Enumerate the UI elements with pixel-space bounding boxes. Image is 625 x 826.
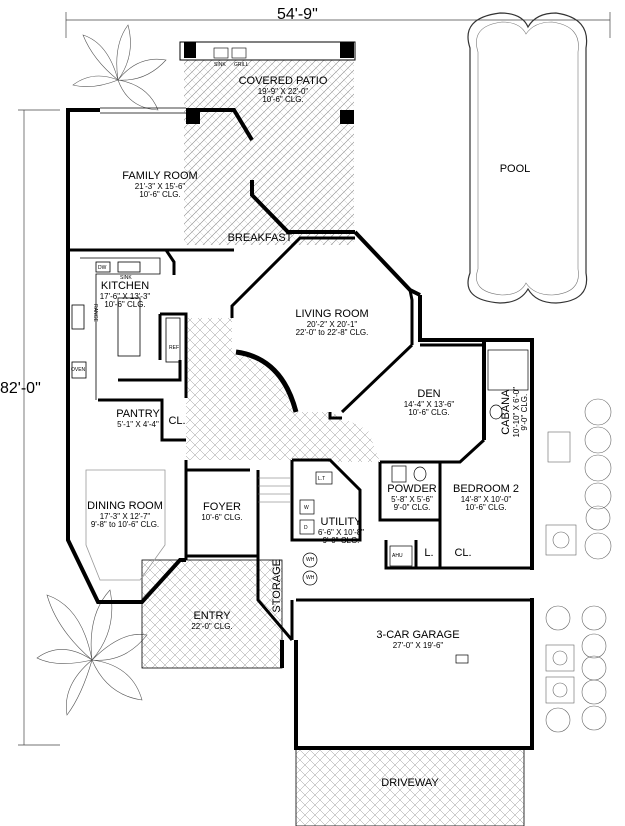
powder-label: POWDER 5'-8" X 5'-6" 9'-0" CLG. [387,483,437,512]
cabana-label: CABANA 10'-10" X 6'-0" 9'-0" CLG. [499,386,529,438]
kitchen-counters [71,257,181,400]
sink-label: SINK [214,62,226,68]
covered-patio-label: COVERED PATIO 19'-9" X 22'-0" 10'-6" CLG… [238,75,328,104]
interior-walls [68,236,534,641]
driveway-label: DRIVEWAY [381,777,439,789]
storage-label: STORAGE [271,558,284,613]
pool-outline [467,12,588,304]
linen-closet-label: L. [424,547,434,559]
depth-dimension: 82'-0" [0,380,41,397]
family-room-label: FAMILY ROOM 21'-3" X 15'-6" 10'-6" CLG. [122,170,198,199]
living-curve-wall [235,349,299,413]
garage-label: 3-CAR GARAGE 27'-0" X 19'-6" [376,629,460,650]
living-room-label: LIVING ROOM 20'-2" X 20'-1" 22'-0" to 22… [295,308,369,337]
ahu-label: AHU [392,553,403,559]
wh-label-1: WH [306,557,315,563]
dw-label: DW [98,265,107,271]
bedroom-closet-label: CL. [454,547,472,559]
entry-label: ENTRY 22'-0" CLG. [191,610,233,631]
exterior-walls [66,108,534,750]
stairs [258,477,290,503]
den-label: DEN 14'-4" X 13'-6" 10'-6" CLG. [403,388,455,417]
lt-label: L.T [318,476,326,482]
plant-bottom-left [36,589,148,716]
dimension-lines [18,12,611,746]
hall-tile [186,318,380,462]
foyer-label: FOYER 10'-6" CLG. [201,501,243,522]
width-dimension: 54'-9" [277,6,318,23]
shrubs-right [545,398,612,733]
washer-label: W [304,505,309,511]
kitchen-sink-label: SINK [120,275,132,281]
driveway-paving [295,747,525,826]
utility-appliances [299,471,413,586]
bedroom2-label: BEDROOM 2 14'-8" X 10'-0" 10'-6" CLG. [452,483,519,512]
plant-top-left [72,24,167,111]
dryer-label: D [304,525,308,531]
pool-label: POOL [499,163,531,175]
utility-label: UTILITY 6'-6" X 10'-8" 9'-0" CLG. [317,516,365,545]
pantry-closet-label: CL. [168,415,186,427]
dining-bay [85,469,166,581]
ref-label: REF [169,345,179,351]
dining-room-label: DINING ROOM 17'-3" X 12'-7" 9'-8" to 10'… [87,500,163,529]
wh-label-2: WH [306,575,315,581]
breakfast-label: BREAKFAST [227,232,293,244]
oven-label: OVEN [71,367,86,373]
pantry-label: PANTRY 5'-1" X 4'-4" [116,408,160,429]
kitchen-label: KITCHEN 17'-6" X 13'-3" 10'-6" CLG. [99,280,151,309]
grill-label: GRILL [234,62,249,68]
